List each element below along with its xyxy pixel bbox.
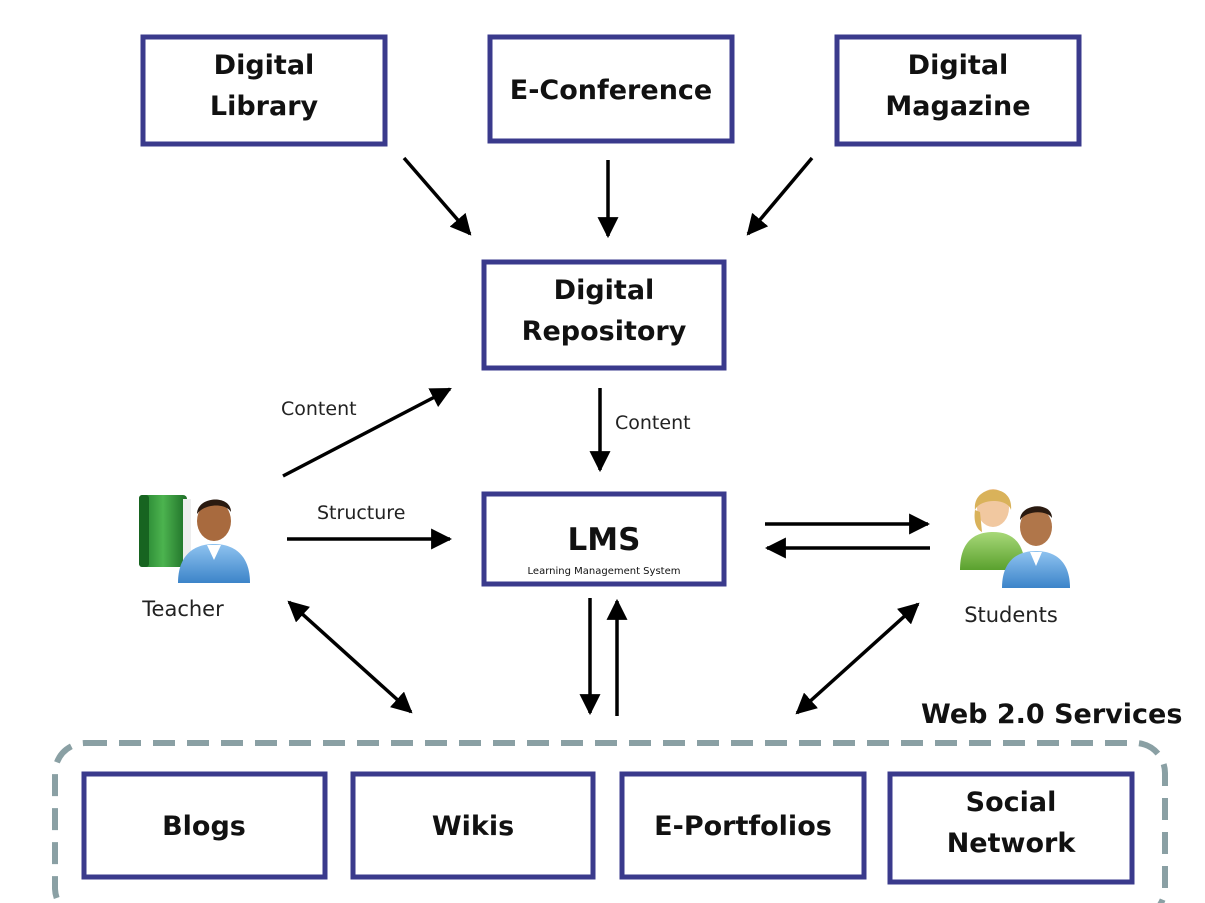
digital-library-label-line2: Library	[210, 91, 319, 122]
arrow-teacher-to-repository	[282, 387, 452, 478]
wikis-label: Wikis	[432, 811, 514, 842]
social-network-label-line2: Network	[947, 828, 1077, 859]
digital-library-label-line1: Digital	[214, 50, 315, 81]
students-label: Students	[964, 603, 1058, 627]
edge-label-teacher-to-repository: Content	[281, 398, 357, 420]
digital-repository-box: Digital Repository	[481, 259, 727, 371]
web20-group-border	[52, 740, 1168, 903]
lms-box: LMS Learning Management System	[481, 491, 727, 587]
edge-label-teacher-to-lms: Structure	[317, 502, 405, 524]
digital-magazine-box: Digital Magazine	[834, 34, 1082, 147]
arrow-teacher-web20	[287, 600, 413, 714]
blogs-label: Blogs	[162, 811, 246, 842]
eportfolios-box: E-Portfolios	[619, 771, 867, 880]
digital-magazine-label-line2: Magazine	[885, 91, 1030, 122]
lms-title: LMS	[568, 522, 641, 558]
digital-repository-label-line2: Repository	[522, 316, 687, 347]
teacher-book-icon	[139, 495, 250, 583]
e-conference-label: E-Conference	[510, 75, 712, 106]
digital-magazine-label-line1: Digital	[908, 50, 1009, 81]
arrow-library-to-repository	[402, 156, 472, 236]
web20-group-title: Web 2.0 Services	[921, 699, 1182, 730]
digital-library-box: Digital Library	[140, 34, 388, 147]
edge-label-repository-to-lms: Content	[615, 412, 691, 434]
digital-repository-label-line1: Digital	[554, 275, 655, 306]
students-icon	[960, 489, 1070, 588]
eportfolios-label: E-Portfolios	[654, 811, 832, 842]
arrow-students-web20	[795, 602, 920, 715]
social-network-box: Social Network	[887, 771, 1135, 885]
e-conference-box: E-Conference	[487, 34, 735, 144]
wikis-box: Wikis	[350, 771, 596, 880]
arrow-magazine-to-repository	[746, 156, 814, 236]
teacher-label: Teacher	[141, 597, 224, 621]
lms-subtitle: Learning Management System	[528, 566, 681, 577]
blogs-box: Blogs	[81, 771, 328, 880]
social-network-label-line1: Social	[966, 787, 1057, 818]
